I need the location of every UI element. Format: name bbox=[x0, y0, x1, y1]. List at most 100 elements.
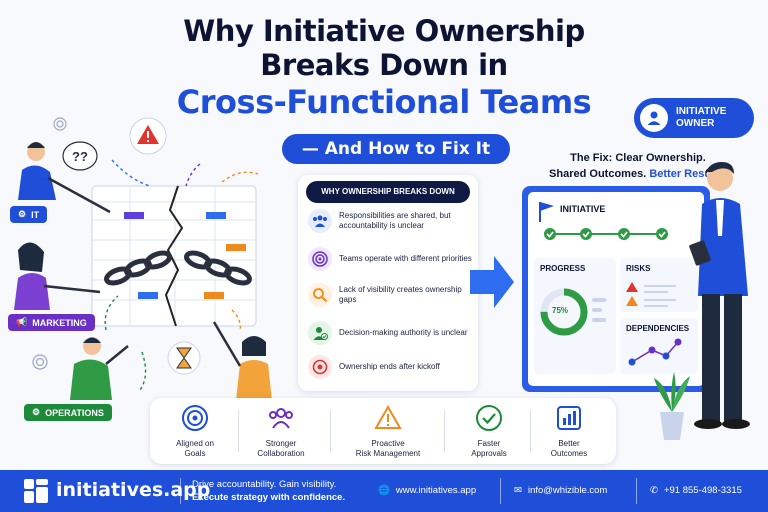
dept-label: IT bbox=[31, 209, 40, 220]
benefit-line1: Proactive bbox=[371, 439, 405, 448]
it-person bbox=[18, 142, 111, 214]
reason-text: Ownership ends after kickoff bbox=[339, 362, 440, 371]
plant-icon bbox=[654, 372, 690, 440]
initiative-owner-badge: INITIATIVE OWNER bbox=[634, 98, 754, 138]
website-link[interactable]: 🌐 www.initiatives.app bbox=[378, 485, 476, 496]
megaphone-icon: 📢 bbox=[16, 317, 28, 327]
people-icon bbox=[308, 209, 332, 233]
user-icon bbox=[640, 104, 668, 132]
reason-text: Lack of visibility creates ownership gap… bbox=[339, 285, 462, 304]
divider bbox=[636, 478, 637, 504]
divider bbox=[444, 410, 445, 452]
dashboard-graphics bbox=[534, 202, 698, 374]
hourglass-icon bbox=[167, 341, 201, 375]
presenter-illustration bbox=[689, 162, 750, 429]
reasons-card: WHY OWNERSHIP BREAKS DOWN Responsibiliti… bbox=[298, 175, 478, 391]
target-icon bbox=[308, 247, 332, 271]
brand-name: initiatives.app bbox=[56, 479, 211, 501]
title-line-1: Why Initiative Ownership bbox=[183, 14, 585, 48]
benefit-line1: Stronger bbox=[265, 439, 297, 448]
task-bar bbox=[226, 244, 246, 251]
reason-item: Decision-making authority is unclear bbox=[308, 321, 473, 345]
phone-link[interactable]: ✆ +91 855-498-3315 bbox=[650, 485, 742, 496]
progress-ring bbox=[540, 288, 588, 336]
risk-lines bbox=[644, 285, 676, 307]
warning-icon bbox=[626, 296, 638, 306]
risks-label: RISKS bbox=[626, 264, 651, 273]
progress-label: PROGRESS bbox=[540, 264, 586, 273]
progress-value: 75% bbox=[552, 306, 569, 315]
owner-badge-text: INITIATIVE OWNER bbox=[676, 106, 726, 130]
benefit-line2: Outcomes bbox=[550, 449, 588, 458]
stop-icon bbox=[308, 355, 332, 379]
people-icon bbox=[269, 408, 293, 429]
right-person bbox=[212, 321, 272, 400]
reason-item: Responsibilities are shared, but account… bbox=[308, 209, 473, 233]
task-bar bbox=[204, 292, 224, 299]
milestone-check-icon bbox=[544, 228, 668, 240]
subtitle-pill: — And How to Fix It bbox=[282, 134, 510, 164]
reason-text: Responsibilities are shared, but account… bbox=[339, 211, 451, 230]
reason-text: Decision-making authority is unclear bbox=[339, 328, 468, 337]
footer: initiatives.app Drive accountability. Ga… bbox=[0, 470, 768, 512]
benefit-line2: Collaboration bbox=[257, 449, 305, 458]
title-line-2: Breaks Down in bbox=[260, 48, 508, 82]
fix-line-2a: Shared Outcomes. bbox=[549, 168, 647, 180]
website-text: www.initiatives.app bbox=[395, 485, 477, 496]
gear-icon: ⚙ bbox=[32, 407, 41, 417]
dependencies-panel bbox=[620, 318, 698, 374]
title-accent: Cross-Functional Teams bbox=[176, 83, 592, 121]
question-bubble bbox=[62, 141, 98, 171]
divider bbox=[530, 410, 531, 452]
target-icon bbox=[182, 405, 208, 431]
tagline-line2: Execute strategy with confidence. bbox=[192, 492, 346, 503]
task-bar bbox=[138, 292, 158, 299]
swirl-decoration bbox=[32, 117, 67, 370]
initiative-label: INITIATIVE bbox=[560, 204, 606, 214]
task-bar bbox=[124, 212, 144, 219]
dependencies-label: DEPENDENCIES bbox=[626, 324, 690, 333]
reason-item: Teams operate with different priorities bbox=[308, 247, 473, 271]
network-icon bbox=[628, 338, 682, 366]
dept-label: OPERATIONS bbox=[45, 407, 104, 418]
dept-label: MARKETING bbox=[32, 317, 87, 328]
title-block: Why Initiative Ownership Breaks Down in … bbox=[0, 14, 768, 122]
email-text: info@whizible.com bbox=[527, 485, 608, 496]
divider bbox=[180, 478, 181, 504]
reasons-heading: WHY OWNERSHIP BREAKS DOWN bbox=[306, 181, 470, 203]
benefit-line2: Risk Management bbox=[355, 449, 421, 458]
reason-item: Lack of visibility creates ownership gap… bbox=[308, 283, 473, 307]
dashboard-screen: INITIATIVE PROGRESS 75% RISKS DEPENDENCI… bbox=[528, 192, 704, 386]
user-check-icon bbox=[308, 321, 332, 345]
owner-badge-line2: OWNER bbox=[676, 118, 715, 129]
divider bbox=[500, 478, 501, 504]
crack-line bbox=[164, 185, 184, 327]
operations-person bbox=[70, 337, 129, 400]
dashed-arrows bbox=[104, 159, 259, 391]
warning-icon bbox=[374, 404, 402, 429]
task-bar bbox=[206, 212, 226, 219]
brand-logo-icon bbox=[24, 479, 48, 503]
phone-icon: ✆ bbox=[650, 485, 658, 496]
email-link[interactable]: ✉ info@whizible.com bbox=[514, 485, 607, 496]
benefit-line1: Better bbox=[558, 439, 580, 448]
project-board bbox=[91, 185, 257, 327]
benefit-line1: Faster bbox=[477, 439, 501, 448]
broken-chain bbox=[104, 250, 252, 286]
broken-chain-illustration: ?? bbox=[14, 117, 272, 400]
globe-icon: 🌐 bbox=[378, 485, 390, 496]
dept-tag-marketing: 📢 MARKETING bbox=[8, 314, 95, 331]
mail-icon: ✉ bbox=[514, 485, 522, 496]
tagline-line1: Drive accountability. Gain visibility. bbox=[192, 479, 337, 490]
dept-tag-operations: ⚙ OPERATIONS bbox=[24, 404, 112, 421]
benefit-line2: Approvals bbox=[471, 449, 507, 458]
phone-text: +91 855-498-3315 bbox=[663, 485, 742, 496]
progress-panel bbox=[534, 258, 616, 374]
marketing-person bbox=[14, 242, 101, 310]
dept-tag-it: ⚙ IT bbox=[10, 206, 48, 223]
